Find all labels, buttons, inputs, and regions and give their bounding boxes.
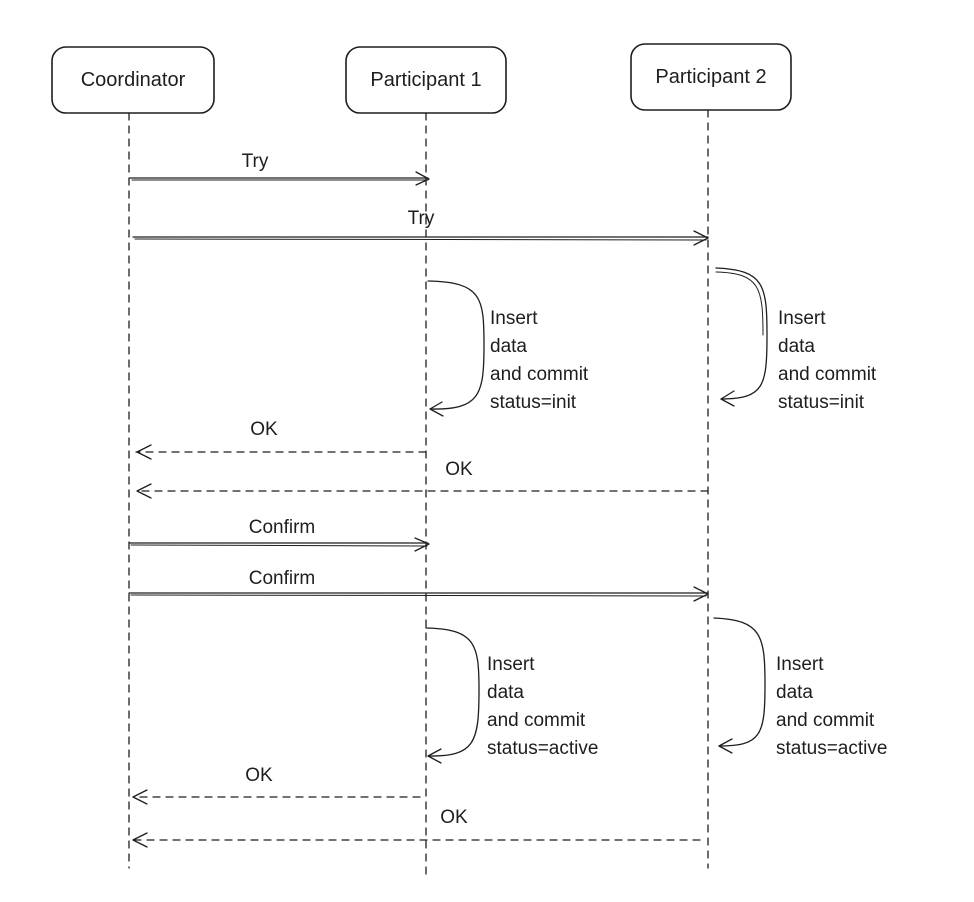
self-call-participant-2-init: Insert data and commit status=init <box>715 267 877 413</box>
arrowhead <box>136 444 152 460</box>
arrowhead <box>427 748 442 764</box>
arrowhead <box>429 401 444 417</box>
arrowhead <box>718 738 733 754</box>
message-label: OK <box>445 459 473 480</box>
message-label: Confirm <box>249 517 316 538</box>
note-text: data <box>778 336 815 357</box>
actor-label: Participant 1 <box>370 69 481 91</box>
arrowhead <box>693 230 709 246</box>
note-text: data <box>490 336 527 357</box>
self-call-participant-2-active: Insert data and commit status=active <box>713 617 887 759</box>
note-text: data <box>487 682 524 703</box>
message-label: Try <box>242 151 269 172</box>
note-text: status=active <box>776 738 887 759</box>
note-text: Insert <box>778 308 826 329</box>
message-ok-participant-2-final: OK <box>132 807 701 848</box>
note-text: Insert <box>490 308 538 329</box>
arrowhead <box>720 390 735 407</box>
arrowhead <box>136 483 152 499</box>
actor-coordinator: Coordinator <box>51 46 215 114</box>
message-try-participant-1: Try <box>129 151 430 186</box>
message-ok-participant-2: OK <box>135 459 709 499</box>
message-ok-participant-1-final: OK <box>132 765 421 805</box>
note-text: and commit <box>490 364 589 385</box>
message-label: Confirm <box>249 568 316 589</box>
note-text: status=active <box>487 738 598 759</box>
message-label: OK <box>250 419 278 440</box>
note-text: and commit <box>778 364 877 385</box>
self-call-participant-1-active: Insert data and commit status=active <box>425 627 598 764</box>
message-label: OK <box>245 765 273 786</box>
arrowhead <box>693 586 709 602</box>
message-confirm-participant-1: Confirm <box>128 517 430 552</box>
note-text: data <box>776 682 813 703</box>
note-text: and commit <box>776 710 875 731</box>
note-text: status=init <box>490 392 577 413</box>
message-try-participant-2: Try <box>132 208 709 246</box>
arrowhead <box>414 537 430 552</box>
note-text: status=init <box>778 392 865 413</box>
actor-label: Coordinator <box>81 69 186 91</box>
actor-label: Participant 2 <box>655 66 766 88</box>
note-text: Insert <box>776 654 824 675</box>
note-text: Insert <box>487 654 535 675</box>
message-label: Try <box>408 208 435 229</box>
message-confirm-participant-2: Confirm <box>128 568 709 602</box>
actor-participant-2: Participant 2 <box>630 43 792 111</box>
self-call-participant-1-init: Insert data and commit status=init <box>427 280 589 417</box>
arrowhead <box>415 171 430 186</box>
message-ok-participant-1: OK <box>135 419 427 460</box>
arrowhead <box>132 789 148 805</box>
message-label: OK <box>440 807 468 828</box>
actor-participant-1: Participant 1 <box>345 46 507 114</box>
arrowhead <box>132 832 148 848</box>
note-text: and commit <box>487 710 586 731</box>
